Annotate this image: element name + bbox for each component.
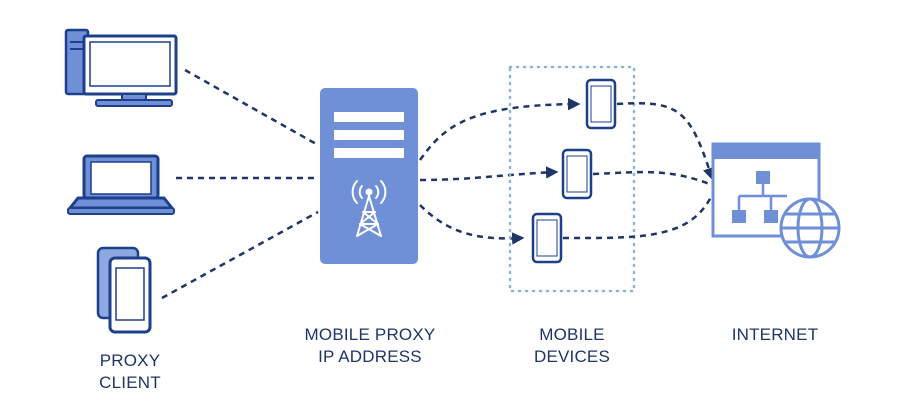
mobile-devices-label: MOBILE DEVICES [533,325,611,366]
proxy-server-icon [320,88,418,264]
proxy-client-label: PROXY CLIENT [99,351,161,392]
internet-label: INTERNET [731,325,819,344]
globe-icon [779,197,841,259]
mobile-proxy-label: MOBILE PROXY IP ADDRESS [304,325,436,366]
radio-tower-icon [351,180,387,237]
proxy-connectors [418,97,581,245]
desktop-computer-icon [64,28,178,107]
device-connectors [562,102,715,240]
client-connectors [161,68,319,300]
laptop-icon [67,154,175,215]
smartphone-icon [96,246,152,334]
mobile-devices-group [508,65,636,293]
